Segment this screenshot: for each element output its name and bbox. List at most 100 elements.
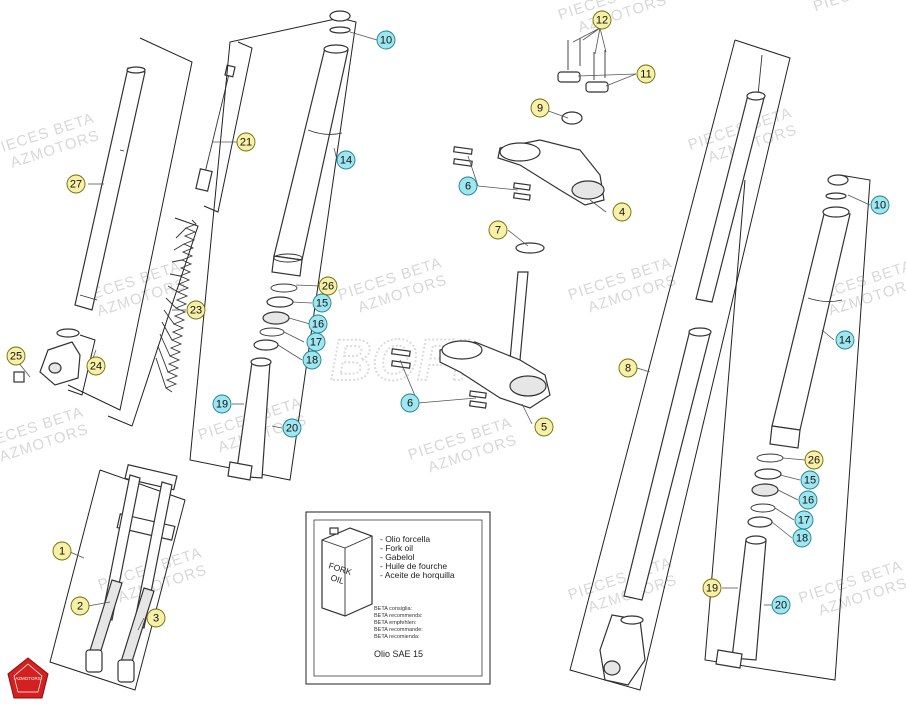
- callout-bubble: [6, 346, 26, 366]
- callout-number: 12: [596, 15, 608, 27]
- callout-bubble: [282, 418, 302, 438]
- callout-bubble: [702, 578, 722, 598]
- callout-number: 11: [640, 69, 651, 81]
- recommend-line-1: BETA recommends:: [374, 613, 423, 619]
- callout-24: 24: [86, 356, 106, 376]
- callout-lines: [17, 27, 871, 631]
- seal-stack-left: [253, 283, 298, 351]
- callout-number: 16: [802, 495, 814, 507]
- callout-bubble: [376, 30, 396, 50]
- callout-bubble: [804, 450, 824, 470]
- outer-tube-14-right: [704, 174, 871, 681]
- callout-number: 21: [240, 137, 252, 149]
- oil-line-0: - Olio forcella: [380, 534, 430, 544]
- callout-bubble: [771, 595, 791, 615]
- callout-bubble: [592, 10, 612, 30]
- watermark-text: PIECES BETA: [811, 0, 906, 15]
- callout-19: 19: [212, 394, 232, 414]
- callout-1: 1: [52, 541, 72, 561]
- callout-number: 8: [625, 363, 631, 375]
- recommend-line-2: BETA empfehlen:: [374, 620, 417, 626]
- cartridge-rod-21: [195, 41, 253, 213]
- callout-bubble: [318, 276, 338, 296]
- callout-number: 6: [407, 398, 413, 410]
- inner-tube-8: [569, 39, 791, 691]
- callout-number: 16: [312, 319, 324, 331]
- callout-15: 15: [312, 293, 332, 313]
- callout-bubble: [792, 528, 812, 548]
- callout-bubble: [212, 394, 232, 414]
- callout-number: 19: [216, 399, 228, 411]
- oil-sae-grade: Olio SAE 15: [374, 649, 423, 659]
- oil-can-label-2: OIL: [329, 572, 345, 586]
- axle-clamp-24: [13, 328, 96, 396]
- oil-line-1: - Fork oil: [380, 543, 413, 553]
- top-clamp-4: [452, 111, 605, 206]
- callout-12: 12: [592, 10, 612, 30]
- callout-bubble: [66, 174, 86, 194]
- callout-number: 7: [495, 225, 501, 237]
- outer-tube-14-left: [189, 10, 357, 481]
- callout-number: 27: [70, 179, 82, 191]
- bushing-19-right: [715, 535, 767, 669]
- callout-10: 10: [376, 30, 396, 50]
- callout-4: 4: [612, 202, 632, 222]
- callout-number: 15: [316, 298, 328, 310]
- callout-9: 9: [530, 98, 550, 118]
- callout-bubble: [236, 132, 256, 152]
- callout-16: 16: [308, 314, 328, 334]
- callout-15: 15: [800, 470, 820, 490]
- callout-6: 6: [458, 176, 478, 196]
- callout-bubble: [86, 356, 106, 376]
- callout-16: 16: [798, 490, 818, 510]
- callout-number: 26: [808, 455, 820, 467]
- callout-bubble: [400, 393, 420, 413]
- callout-number: 9: [537, 103, 543, 115]
- callout-bubble: [186, 300, 206, 320]
- callout-number: 10: [380, 35, 392, 47]
- callout-bubble: [870, 195, 890, 215]
- callout-number: 15: [804, 475, 816, 487]
- callout-26: 26: [318, 276, 338, 296]
- callout-26: 26: [804, 450, 824, 470]
- fork-spring-23: [107, 217, 199, 427]
- callout-bubble: [146, 608, 166, 628]
- callout-25: 25: [6, 346, 26, 366]
- callout-number: 23: [190, 305, 202, 317]
- oil-line-2: - Gabelol: [380, 552, 415, 562]
- azmotors-logo: AZMOTORS: [7, 657, 49, 699]
- complete-fork-1: [49, 464, 186, 691]
- recommend-line-0: BETA consiglia:: [374, 606, 413, 612]
- callout-bubble: [306, 332, 326, 352]
- callout-number: 6: [465, 181, 471, 193]
- callout-number: 26: [322, 281, 334, 293]
- callout-layer: 1234566789101011121414151516161717181819…: [6, 10, 890, 628]
- callout-3: 3: [146, 608, 166, 628]
- callout-number: 17: [798, 515, 810, 527]
- callout-5: 5: [534, 417, 554, 437]
- handlebar-clamps-11-12: [557, 38, 609, 93]
- callout-bubble: [52, 541, 72, 561]
- callout-6: 6: [400, 393, 420, 413]
- callout-bubble: [70, 596, 90, 616]
- recommend-line-4: BETA recomienda:: [374, 634, 420, 640]
- oil-line-4: - Aceite de horquilla: [380, 570, 455, 580]
- callout-number: 20: [775, 600, 787, 612]
- callout-bubble: [302, 350, 322, 370]
- callout-7: 7: [488, 220, 508, 240]
- callout-number: 25: [10, 351, 22, 363]
- callout-11: 11: [636, 64, 656, 84]
- callout-number: 18: [306, 355, 318, 367]
- callout-number: 3: [153, 613, 159, 625]
- callout-bubble: [800, 470, 820, 490]
- callout-bubble: [458, 176, 478, 196]
- callout-14: 14: [835, 330, 855, 350]
- oil-line-3: - Huile de fourche: [380, 561, 447, 571]
- callout-number: 14: [340, 155, 352, 167]
- callout-bubble: [612, 202, 632, 222]
- seal-stack-right: [747, 453, 784, 528]
- callout-17: 17: [306, 332, 326, 352]
- callout-10: 10: [870, 195, 890, 215]
- callout-bubble: [336, 150, 356, 170]
